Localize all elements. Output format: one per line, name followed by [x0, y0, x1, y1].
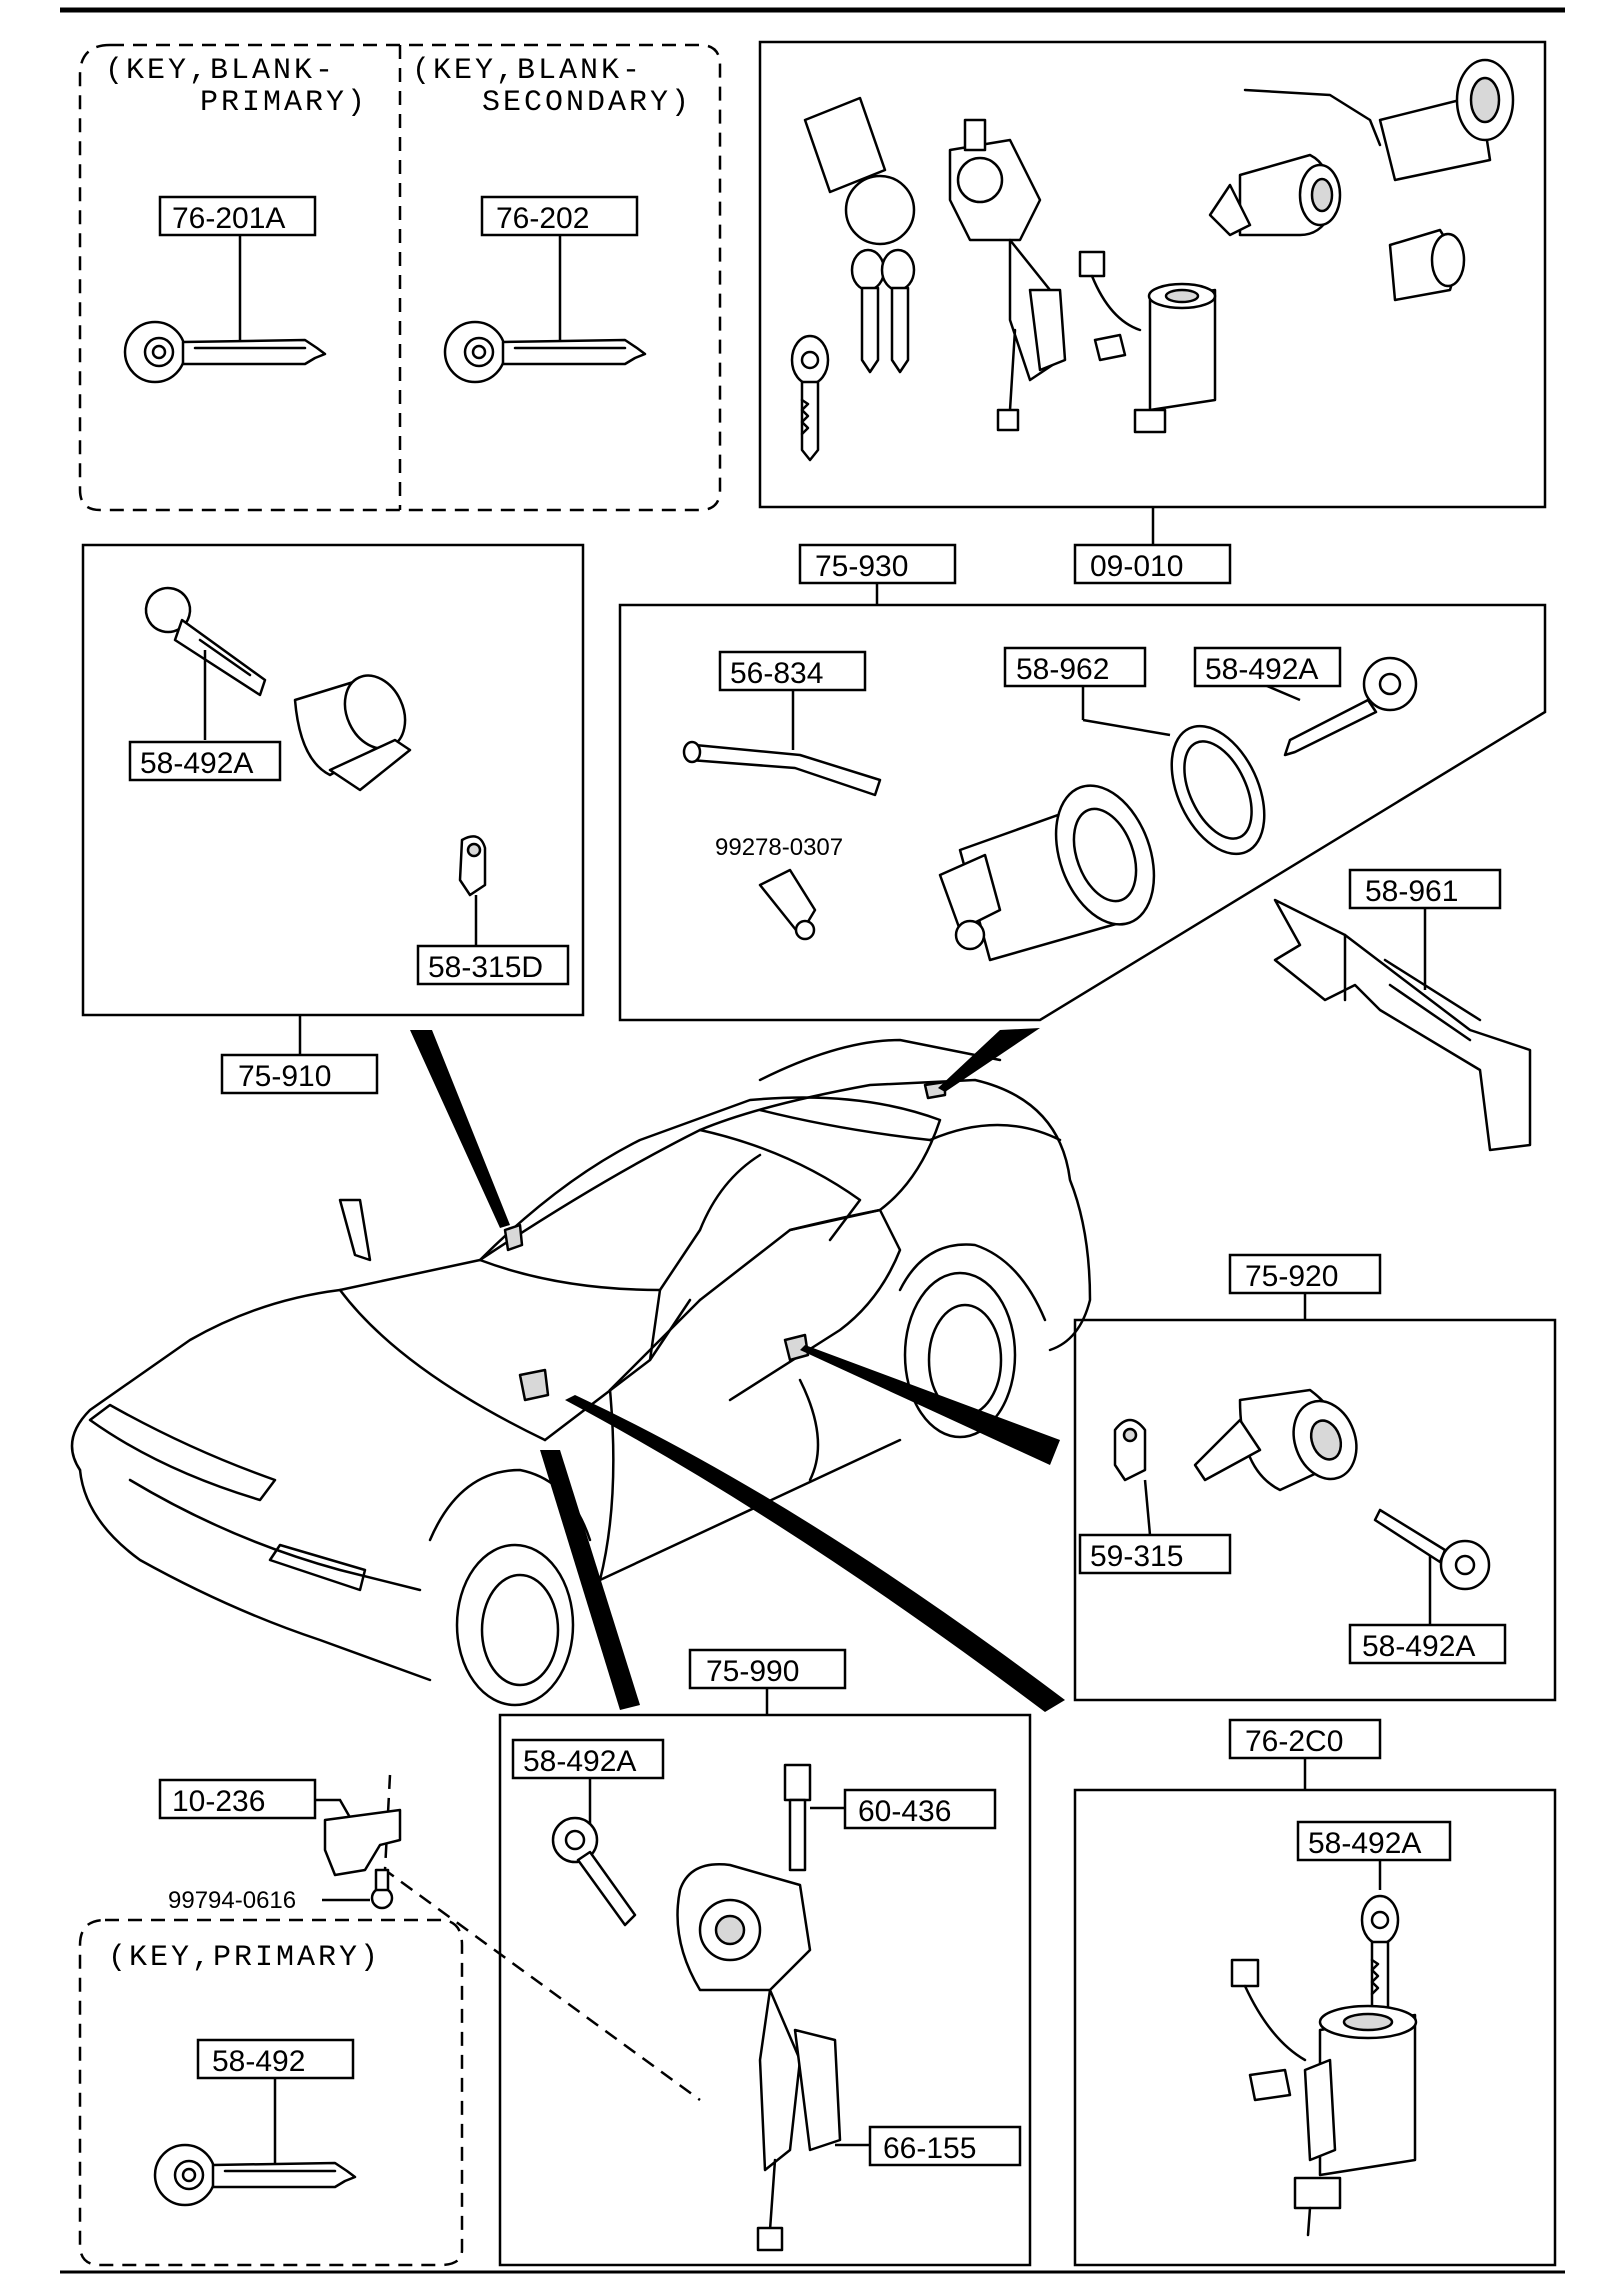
part-label-58-492A-2C0: 58-492A [1308, 1827, 1421, 1860]
part-label-56-834: 56-834 [730, 657, 823, 690]
key-blank-secondary-image [443, 320, 647, 384]
part-10-236 [323, 1808, 402, 1877]
assembly-09-010 [758, 40, 1547, 545]
key-blank-primary-label-2: PRIMARY) [200, 86, 368, 120]
part-label-09-010: 09-010 [1090, 550, 1183, 583]
part-label-58-315D: 58-315D [428, 951, 543, 984]
pointer-75-930 [938, 1028, 1040, 1092]
car-illustration [70, 1038, 1092, 1707]
pointer-75-920 [800, 1345, 1060, 1465]
part-label-58-492A-930: 58-492A [1205, 653, 1318, 686]
part-label-75-910: 75-910 [238, 1060, 331, 1093]
assembly-75-930: 56-834 99278-0307 58-962 58-492A [618, 603, 1547, 1022]
assembly-75-920: 59-315 58-492A [1073, 1318, 1557, 1702]
key-blank-secondary-label-1: (KEY,BLANK- [412, 54, 643, 88]
part-label-76-2C0: 76-2C0 [1245, 1725, 1343, 1758]
part-label-76-201A: 76-201A [172, 202, 285, 235]
part-label-66-155: 66-155 [883, 2132, 976, 2165]
part-label-60-436: 60-436 [858, 1795, 951, 1828]
part-label-99278-0307: 99278-0307 [715, 834, 843, 861]
part-58-961 [1273, 898, 1532, 1152]
part-label-58-962: 58-962 [1016, 653, 1109, 686]
key-primary-group: (KEY,PRIMARY) 58-492 [78, 1918, 464, 2267]
assembly-76-2C0: 58-492A [1073, 1788, 1557, 2267]
pointer-76-2C0 [565, 1395, 1065, 1712]
key-blank-primary-image [123, 320, 327, 384]
part-label-75-920: 75-920 [1245, 1260, 1338, 1293]
assembly-75-990: 58-492A 60-436 66-155 [498, 1713, 1032, 2267]
pointer-75-990 [540, 1450, 640, 1710]
key-primary-label: (KEY,PRIMARY) [108, 1941, 381, 1975]
part-label-76-202: 76-202 [496, 202, 589, 235]
key-blank-primary-label-1: (KEY,BLANK- [105, 54, 336, 88]
key-blank-group: (KEY,BLANK- PRIMARY) (KEY,BLANK- SECONDA… [78, 43, 722, 512]
part-label-58-492: 58-492 [212, 2045, 305, 2078]
part-label-99794-0616: 99794-0616 [168, 1887, 296, 1914]
part-label-10-236: 10-236 [172, 1785, 265, 1818]
pointer-75-910 [410, 1030, 510, 1228]
key-primary-image [153, 2143, 357, 2207]
part-label-59-315: 59-315 [1090, 1540, 1183, 1573]
key-blank-secondary-label-2: SECONDARY) [482, 86, 692, 120]
part-label-58-492A-920: 58-492A [1362, 1630, 1475, 1663]
part-label-75-930: 75-930 [815, 550, 908, 583]
part-label-75-990: 75-990 [706, 1655, 799, 1688]
part-label-58-492A-910: 58-492A [140, 747, 253, 780]
part-label-58-961: 58-961 [1365, 875, 1458, 908]
part-label-58-492A-990: 58-492A [523, 1745, 636, 1778]
assembly-75-910: 58-492A 58-315D [81, 543, 585, 1055]
